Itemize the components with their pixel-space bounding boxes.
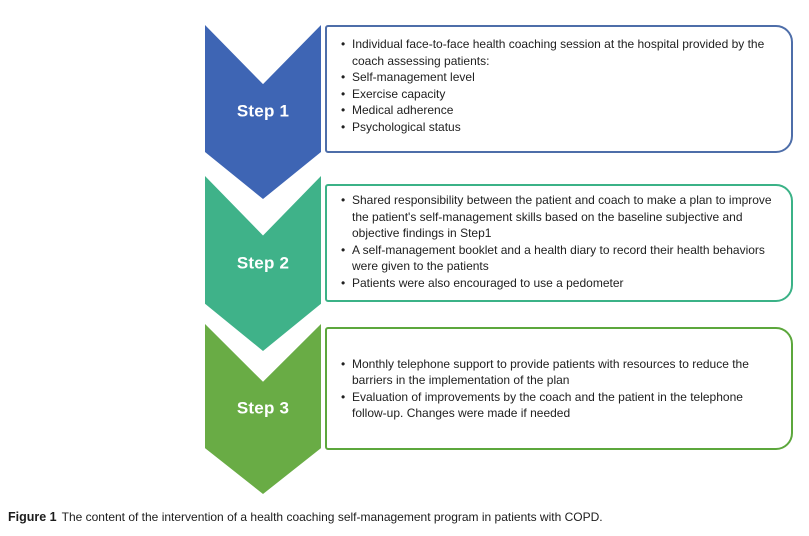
step-3-box: Monthly telephone support to provide pat… [325, 327, 793, 450]
bullet-item: Patients were also encouraged to use a p… [340, 275, 779, 292]
step-2-box: Shared responsibility between the patien… [325, 184, 793, 302]
step-2-chevron: Step 2 [205, 176, 321, 351]
bullet-item: Evaluation of improvements by the coach … [340, 389, 779, 422]
bullet-item: Exercise capacity [340, 86, 779, 103]
bullet-item: Self-management level [340, 69, 779, 86]
step-1-box: Individual face-to-face health coaching … [325, 25, 793, 153]
step-1-label: Step 1 [236, 101, 290, 121]
figure-caption-text: The content of the intervention of a hea… [61, 510, 603, 524]
step-1-chevron: Step 1 [205, 25, 321, 199]
bullet-item: Shared responsibility between the patien… [340, 192, 779, 242]
step-3-bullet-list: Monthly telephone support to provide pat… [340, 356, 779, 422]
figure-caption: Figure 1 The content of the intervention … [8, 510, 603, 524]
bullet-item: Individual face-to-face health coaching … [340, 36, 779, 69]
bullet-item: A self-management booklet and a health d… [340, 242, 779, 275]
step-1-bullet-list: Individual face-to-face health coaching … [340, 36, 779, 135]
step-2-bullet-list: Shared responsibility between the patien… [340, 192, 779, 291]
step-3-label: Step 3 [236, 398, 290, 418]
figure-caption-label: Figure 1 [8, 510, 57, 524]
step-2-label: Step 2 [236, 253, 290, 273]
bullet-item: Psychological status [340, 119, 779, 136]
bullet-item: Monthly telephone support to provide pat… [340, 356, 779, 389]
bullet-item: Medical adherence [340, 102, 779, 119]
